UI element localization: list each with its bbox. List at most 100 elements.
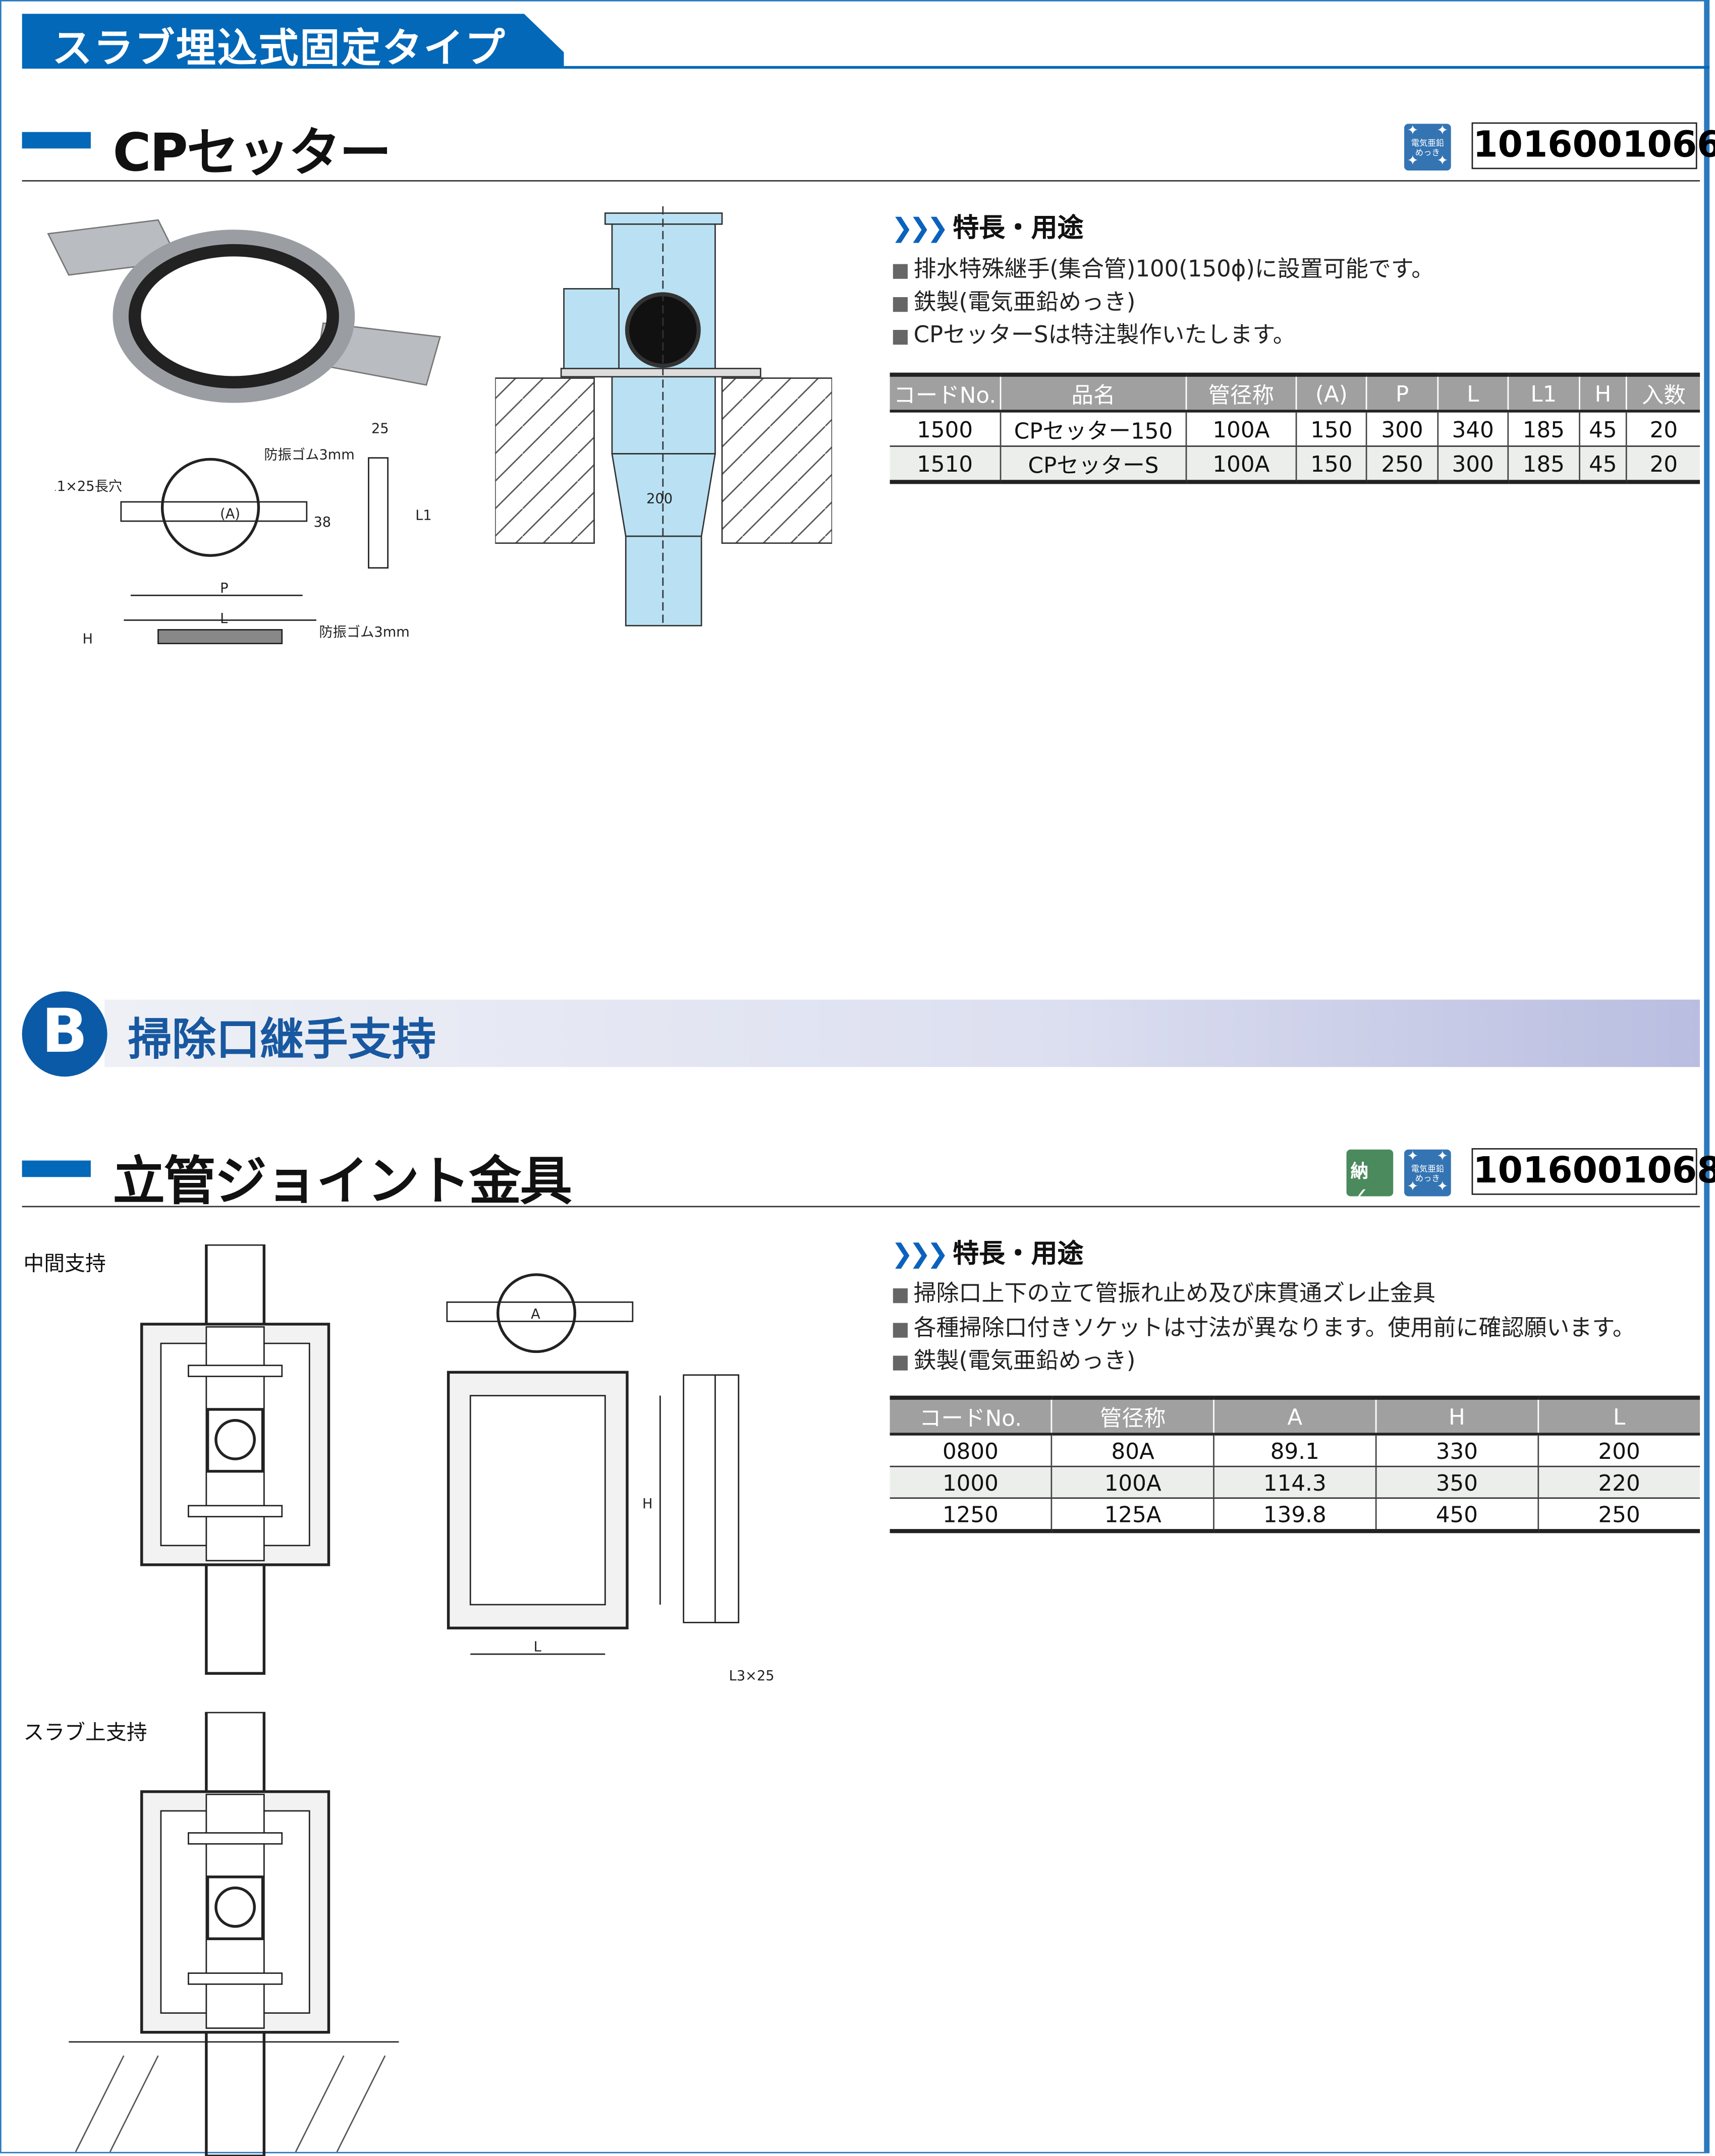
cell: 300 <box>1366 411 1438 447</box>
label-a: (A) <box>220 506 240 522</box>
cell: 100A <box>1185 411 1296 447</box>
cell: 1000 <box>890 1466 1052 1499</box>
zinc-plating-icon: ✦✦ ✦✦ 電気亜鉛 めっき <box>1404 1149 1451 1197</box>
badge-text: めっき <box>1415 148 1440 158</box>
cell: 1500 <box>890 411 1001 447</box>
label-l: L <box>534 1639 542 1655</box>
product-title: CPセッター <box>113 122 392 183</box>
label-l: L <box>220 611 228 627</box>
feature-text: 排水特殊継手(集合管)100(150ϕ)に設置可能です。 <box>913 255 1434 282</box>
cell: 200 <box>1537 1434 1700 1467</box>
delivery-phone-icon: 納 ✓ <box>1346 1149 1394 1209</box>
bullet-icon: ■ <box>891 1319 910 1341</box>
divider <box>22 1206 1700 1208</box>
cell: 125A <box>1051 1498 1214 1534</box>
slab-support-drawing <box>69 1712 399 2156</box>
label-p: P <box>220 581 228 596</box>
product-title: 立管ジョイント金具 <box>113 1151 572 1212</box>
bullet-icon: ■ <box>891 326 910 348</box>
col-header: 入数 <box>1626 372 1700 413</box>
features-heading: ❯❯❯特長・用途 <box>891 1233 1083 1271</box>
cell: 139.8 <box>1213 1498 1376 1534</box>
zinc-plating-icon: ✦✦ ✦✦ 電気亜鉛 めっき <box>1404 124 1451 171</box>
cell: 340 <box>1436 411 1509 447</box>
title-marker <box>22 132 91 149</box>
category-title: スラブ埋込式固定タイプ <box>52 25 507 72</box>
col-header: (A) <box>1295 372 1367 413</box>
cell: 100A <box>1051 1466 1214 1499</box>
diagram-label-mid: 中間支持 <box>23 1251 106 1276</box>
col-header: 品名 <box>1000 372 1187 413</box>
cell: 150 <box>1295 446 1367 484</box>
cell: 450 <box>1375 1498 1538 1534</box>
title-marker <box>22 1160 91 1177</box>
feature-item: ■鉄製(電気亜鉛めっき) <box>891 283 1135 316</box>
col-header: L <box>1436 372 1509 413</box>
col-header: 管径称 <box>1051 1395 1214 1436</box>
cell: 1510 <box>890 446 1001 484</box>
cell: 185 <box>1507 446 1579 484</box>
cell: 20 <box>1626 411 1700 447</box>
cell: 100A <box>1185 446 1296 484</box>
cell: 89.1 <box>1213 1434 1376 1467</box>
product-code: 10160010686 <box>1471 1148 1715 1195</box>
label-rubber: 防振ゴム3mm <box>264 447 354 463</box>
label-slot: 11×25長穴 <box>55 479 122 494</box>
section-letter-badge: B <box>22 991 107 1077</box>
feature-text: 鉄製(電気亜鉛めっき) <box>913 289 1136 315</box>
feature-text: 各種掃除口付きソケットは寸法が異なります。使用前に確認願います。 <box>913 1314 1635 1341</box>
bullet-icon: ■ <box>891 1351 910 1374</box>
joint-bracket-dimension-drawing: A H L L3×25 <box>446 1273 774 1684</box>
chevron-icon: ❯❯❯ <box>891 213 949 244</box>
category-banner <box>22 14 564 69</box>
features-heading: ❯❯❯特長・用途 <box>891 208 1083 245</box>
cell: 1250 <box>890 1498 1052 1534</box>
features-heading-text: 特長・用途 <box>953 1238 1084 1269</box>
col-header: H <box>1578 372 1627 413</box>
feature-item: ■排水特殊継手(集合管)100(150ϕ)に設置可能です。 <box>891 250 1434 283</box>
cell: 350 <box>1375 1466 1538 1499</box>
cell: 0800 <box>890 1434 1052 1467</box>
cell: 220 <box>1537 1466 1700 1499</box>
product-photo <box>47 219 441 403</box>
label-a: A <box>531 1307 540 1322</box>
cell: 80A <box>1051 1434 1214 1467</box>
cell: CPセッターS <box>1000 446 1187 484</box>
section-b-band <box>104 999 1700 1067</box>
badge-text: 電気亜鉛 <box>1411 139 1445 149</box>
cell: 185 <box>1507 411 1579 447</box>
mid-support-drawing <box>140 1244 330 1675</box>
cell: 250 <box>1366 446 1438 484</box>
feature-item: ■各種掃除口付きソケットは寸法が異なります。使用前に確認願います。 <box>891 1309 1635 1342</box>
banner-underline <box>564 66 1710 69</box>
product-code: 10160010660 <box>1471 122 1715 169</box>
col-header: コードNo. <box>890 372 1001 413</box>
badge-text: 納 <box>1350 1162 1369 1183</box>
col-header: コードNo. <box>890 1395 1052 1436</box>
feature-item: ■鉄製(電気亜鉛めっき) <box>891 1342 1135 1375</box>
label-200: 200 <box>646 491 673 507</box>
feature-item: ■CPセッターSは特注製作いたします。 <box>891 316 1295 349</box>
badge-text: 電気亜鉛 <box>1411 1164 1445 1174</box>
bullet-icon: ■ <box>891 1284 910 1307</box>
col-header: P <box>1366 372 1438 413</box>
feature-text: 鉄製(電気亜鉛めっき) <box>913 1347 1136 1374</box>
cell: 45 <box>1578 446 1627 484</box>
col-header: A <box>1213 1395 1376 1436</box>
label-l1: L1 <box>415 507 432 523</box>
feature-text: CPセッターSは特注製作いたします。 <box>913 321 1296 348</box>
col-header: 管径称 <box>1185 372 1296 413</box>
label-38: 38 <box>313 515 331 530</box>
badge-text: めっき <box>1415 1174 1440 1184</box>
cell: CPセッター150 <box>1000 411 1187 447</box>
col-header: L <box>1537 1395 1700 1436</box>
cell: 330 <box>1375 1434 1538 1467</box>
features-heading-text: 特長・用途 <box>953 213 1084 244</box>
